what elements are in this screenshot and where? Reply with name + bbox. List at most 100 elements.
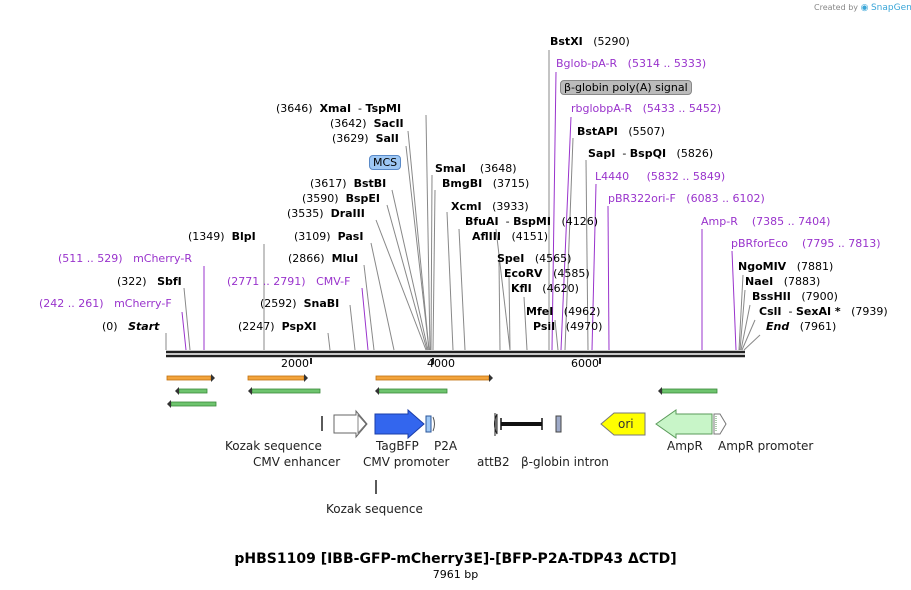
primer-leader-lines xyxy=(181,71,737,351)
primer-bglob-pa-r[interactable]: Bglob-pA-R (5314 .. 5333) xyxy=(556,57,706,70)
feature-label-p2a[interactable]: P2A xyxy=(434,439,458,453)
site-name: Start xyxy=(128,320,160,333)
snapgene-logo-icon: ◉ xyxy=(860,3,869,13)
site-position: (5507) xyxy=(628,125,665,138)
site-bstxi[interactable]: BstXI (5290) xyxy=(550,35,630,48)
site-name: NgoMIV xyxy=(738,260,787,273)
site-sbfi[interactable]: (322) SbfI xyxy=(117,275,182,288)
primer-l4440[interactable]: L4440 (5832 .. 5849) xyxy=(595,170,725,183)
site-separator: - xyxy=(505,215,510,228)
feature-label-cmv-promoter[interactable]: CMV promoter xyxy=(363,455,450,469)
site-name: NaeI xyxy=(745,275,774,288)
feature-label-ori[interactable]: ori xyxy=(618,417,634,431)
feature-label-cmv-enhancer[interactable]: CMV enhancer xyxy=(253,455,341,469)
site-name: BfuAI xyxy=(465,215,499,228)
site-sacii[interactable]: (3642) SacII xyxy=(330,117,404,130)
polya-box xyxy=(555,415,562,433)
ampr-promoter-arrow xyxy=(713,413,727,435)
primer-cmv-f[interactable]: (2771 .. 2791) CMV-F xyxy=(227,275,350,288)
site-position: (4970) xyxy=(565,320,603,333)
site-mlui[interactable]: (2866) MluI xyxy=(288,252,358,265)
site-separator: - xyxy=(358,102,363,115)
site-blpi[interactable]: (1349) BlpI xyxy=(188,230,256,243)
feature-label-ampr[interactable]: AmpR xyxy=(667,439,703,453)
site-end[interactable]: End (7961) xyxy=(766,320,836,333)
site-name: MfeI xyxy=(526,305,554,318)
site-name: XmaI xyxy=(319,102,352,115)
site-draiii[interactable]: (3535) DraIII xyxy=(287,207,365,220)
primer-range: (6083 .. 6102) xyxy=(686,192,765,205)
primer-name: L4440 xyxy=(595,170,630,183)
site-separator: - xyxy=(788,305,793,318)
site-ecorv[interactable]: EcoRV (4585) xyxy=(504,267,590,280)
site-snabi[interactable]: (2592) SnaBI xyxy=(260,297,339,310)
site-position: (4620) xyxy=(542,282,579,295)
site-separator: - xyxy=(622,147,627,160)
site-name: EcoRV xyxy=(504,267,543,280)
primer-mcherry-f[interactable]: (242 .. 261) mCherry-F xyxy=(39,297,172,310)
site-csli[interactable]: CslI - SexAI * (7939) xyxy=(759,305,888,318)
feature-label-ampr-promoter[interactable]: AmpR promoter xyxy=(718,439,814,453)
site-position: (0) xyxy=(102,320,118,333)
site-spei[interactable]: SpeI (4565) xyxy=(497,252,571,265)
site-mfei[interactable]: MfeI (4962) xyxy=(526,305,600,318)
primer-pbr322ori-f[interactable]: pBR322ori-F (6083 .. 6102) xyxy=(608,192,765,205)
site-position: (2866) xyxy=(288,252,325,265)
feature-label-kozak-2[interactable]: Kozak sequence xyxy=(326,502,423,516)
primer-range: (5433 .. 5452) xyxy=(642,102,722,115)
site-bstapi[interactable]: BstAPI (5507) xyxy=(577,125,665,138)
feature-label-kozak-1[interactable]: Kozak sequence xyxy=(225,439,322,453)
site-position: (4962) xyxy=(563,305,601,318)
primer-name: mCherry-F xyxy=(114,297,172,310)
pill-bglobin-polya-signal[interactable]: β-globin poly(A) signal xyxy=(560,80,692,95)
feature-label-bglobin-intron[interactable]: β-globin intron xyxy=(521,455,609,469)
site-name: BmgBI xyxy=(442,177,483,190)
site-name: SalI xyxy=(375,132,399,145)
site-name: BstBI xyxy=(353,177,387,190)
primer-name: rbglobpA-R xyxy=(571,102,633,115)
primer-rbglobpa-r[interactable]: rbglobpA-R (5433 .. 5452) xyxy=(571,102,721,115)
site-position: (3535) xyxy=(287,207,324,220)
site-position: (5826) xyxy=(676,147,714,160)
site-bstbi[interactable]: (3617) BstBI xyxy=(310,177,386,190)
site-position: (3629) xyxy=(332,132,369,145)
site-bmgbi[interactable]: BmgBI (3715) xyxy=(442,177,529,190)
primer-mcherry-r[interactable]: (511 .. 529) mCherry-R xyxy=(58,252,192,265)
site-position: (7961) xyxy=(799,320,837,333)
site-ngomiv[interactable]: NgoMIV (7881) xyxy=(738,260,833,273)
feature-label-attb2[interactable]: attB2 xyxy=(477,455,510,469)
site-position: (5290) xyxy=(593,35,630,48)
site-xmai[interactable]: (3646) XmaI - TspMI xyxy=(276,102,401,115)
site-pspxi[interactable]: (2247) PspXI xyxy=(238,320,316,333)
feature-shapes xyxy=(321,408,727,494)
primer-amp-r[interactable]: Amp-R (7385 .. 7404) xyxy=(701,215,830,228)
site-kfli[interactable]: KflI (4620) xyxy=(511,282,579,295)
pill-mcs[interactable]: MCS xyxy=(369,155,402,170)
primer-name: Bglob-pA-R xyxy=(556,57,618,70)
site-name: PsiI xyxy=(533,320,556,333)
site-smai[interactable]: SmaI (3648) xyxy=(435,162,516,175)
site-name: BspEI xyxy=(345,192,380,205)
site-bfuai[interactable]: BfuAI - BspMI (4126) xyxy=(465,215,598,228)
site-bsshii[interactable]: BssHII (7900) xyxy=(752,290,838,303)
primer-arrows xyxy=(166,374,718,408)
bglobin-intron-bar xyxy=(501,422,542,426)
site-xcmi[interactable]: XcmI (3933) xyxy=(451,200,529,213)
site-afliii[interactable]: AflIII (4151) xyxy=(472,230,548,243)
map-length: 7961 bp xyxy=(432,568,479,581)
feature-label-tagbfp[interactable]: TagBFP xyxy=(376,439,419,453)
site-sali[interactable]: (3629) SalI xyxy=(332,132,399,145)
site-naei[interactable]: NaeI (7883) xyxy=(745,275,820,288)
branding-app: SnapGene xyxy=(870,3,911,13)
site-psii[interactable]: PsiI (4970) xyxy=(533,320,602,333)
primer-pbrforeco[interactable]: pBRforEco (7795 .. 7813) xyxy=(731,237,881,250)
site-pasi[interactable]: (3109) PasI xyxy=(294,230,363,243)
primer-name: pBRforEco xyxy=(731,237,789,250)
primer-range: (2771 .. 2791) xyxy=(227,275,306,288)
site-name: MluI xyxy=(331,252,359,265)
site-bspei[interactable]: (3590) BspEI xyxy=(302,192,380,205)
primer-name: CMV-F xyxy=(316,275,351,288)
site-sapi[interactable]: SapI - BspQI (5826) xyxy=(588,147,713,160)
site-start[interactable]: (0) Start xyxy=(102,320,159,333)
site-name: BlpI xyxy=(231,230,256,243)
